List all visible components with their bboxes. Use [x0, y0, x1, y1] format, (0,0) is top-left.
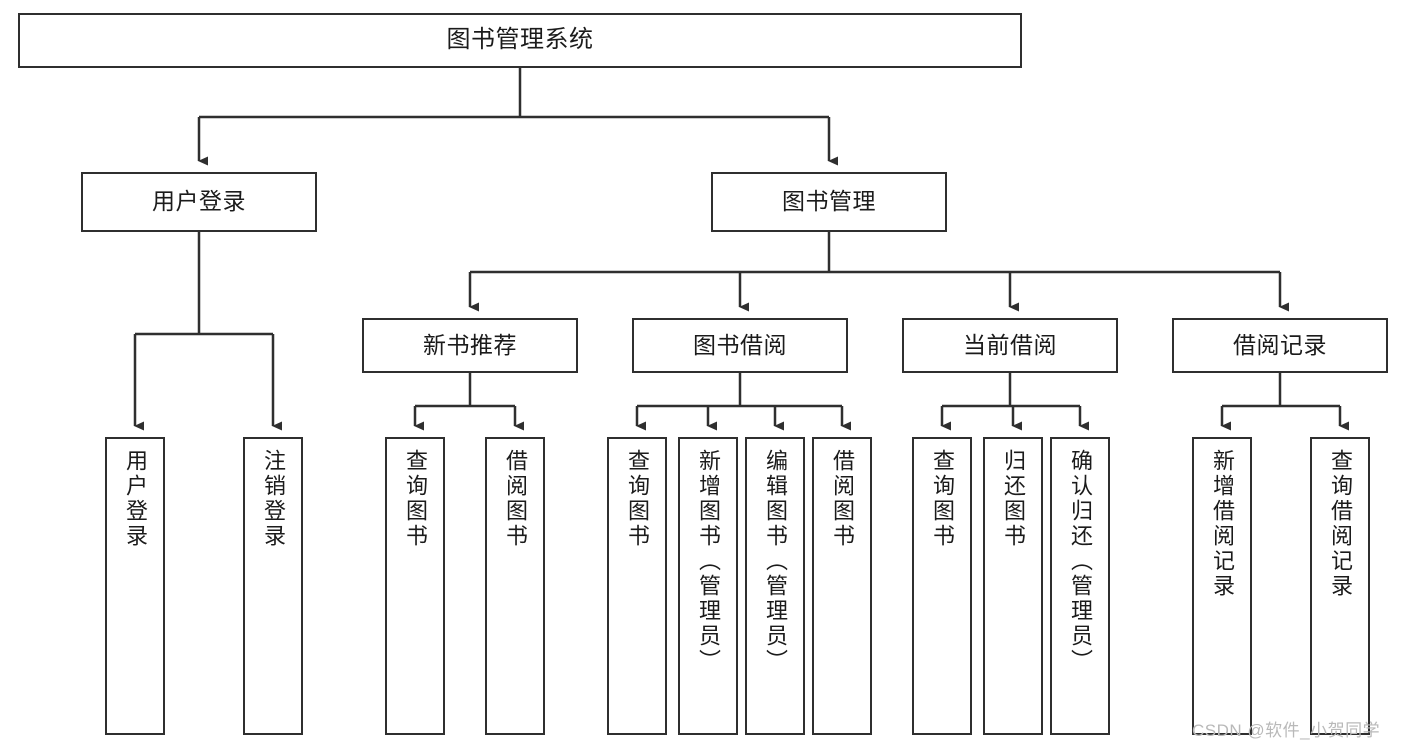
- node-label-leaf-borrow-book-recommend: 借阅图书: [503, 449, 528, 549]
- node-label-leaf-edit-book: 编辑图书（管理员）: [763, 449, 788, 674]
- node-current-borrow[interactable]: 当前借阅: [902, 318, 1118, 373]
- node-label-leaf-borrow-book: 借阅图书: [830, 449, 855, 549]
- node-label-leaf-query-book-borrow: 查询图书: [625, 449, 650, 549]
- node-leaf-borrow-book-recommend[interactable]: 借阅图书: [485, 437, 545, 735]
- node-label-leaf-user-login: 用户登录: [123, 449, 148, 549]
- node-new-book-recommend[interactable]: 新书推荐: [362, 318, 578, 373]
- node-leaf-add-book[interactable]: 新增图书（管理员）: [678, 437, 738, 735]
- node-label-user-login: 用户登录: [152, 188, 246, 215]
- node-borrow-record[interactable]: 借阅记录: [1172, 318, 1388, 373]
- node-leaf-query-book-borrow[interactable]: 查询图书: [607, 437, 667, 735]
- node-label-leaf-query-book-current: 查询图书: [930, 449, 955, 549]
- node-label-leaf-query-book-recommend: 查询图书: [403, 449, 428, 549]
- node-leaf-return-book[interactable]: 归还图书: [983, 437, 1043, 735]
- node-label-book-borrow: 图书借阅: [693, 331, 787, 358]
- node-book-manage[interactable]: 图书管理: [711, 172, 947, 232]
- connector-group: [133, 68, 1349, 431]
- node-leaf-edit-book[interactable]: 编辑图书（管理员）: [745, 437, 805, 735]
- node-user-login[interactable]: 用户登录: [81, 172, 317, 232]
- node-leaf-user-login[interactable]: 用户登录: [105, 437, 165, 735]
- node-leaf-query-borrow-record[interactable]: 查询借阅记录: [1310, 437, 1370, 735]
- node-leaf-borrow-book[interactable]: 借阅图书: [812, 437, 872, 735]
- node-label-leaf-logout: 注销登录: [261, 449, 286, 549]
- node-label-leaf-add-borrow-record: 新增借阅记录: [1210, 449, 1235, 599]
- node-leaf-query-book-current[interactable]: 查询图书: [912, 437, 972, 735]
- node-label-borrow-record: 借阅记录: [1233, 331, 1327, 358]
- node-label-book-manage: 图书管理: [782, 188, 876, 215]
- node-leaf-confirm-return[interactable]: 确认归还（管理员）: [1050, 437, 1110, 735]
- node-label-leaf-confirm-return: 确认归还（管理员）: [1068, 449, 1093, 674]
- node-label-leaf-add-book: 新增图书（管理员）: [696, 449, 721, 674]
- node-leaf-query-book-recommend[interactable]: 查询图书: [385, 437, 445, 735]
- node-label-leaf-query-borrow-record: 查询借阅记录: [1328, 449, 1353, 599]
- node-leaf-logout[interactable]: 注销登录: [243, 437, 303, 735]
- node-label-new-book-recommend: 新书推荐: [423, 331, 517, 358]
- node-label-current-borrow: 当前借阅: [963, 331, 1057, 358]
- node-leaf-add-borrow-record[interactable]: 新增借阅记录: [1192, 437, 1252, 735]
- node-root[interactable]: 图书管理系统: [18, 13, 1022, 68]
- node-book-borrow[interactable]: 图书借阅: [632, 318, 848, 373]
- node-label-leaf-return-book: 归还图书: [1001, 449, 1026, 549]
- node-label-root: 图书管理系统: [446, 26, 594, 54]
